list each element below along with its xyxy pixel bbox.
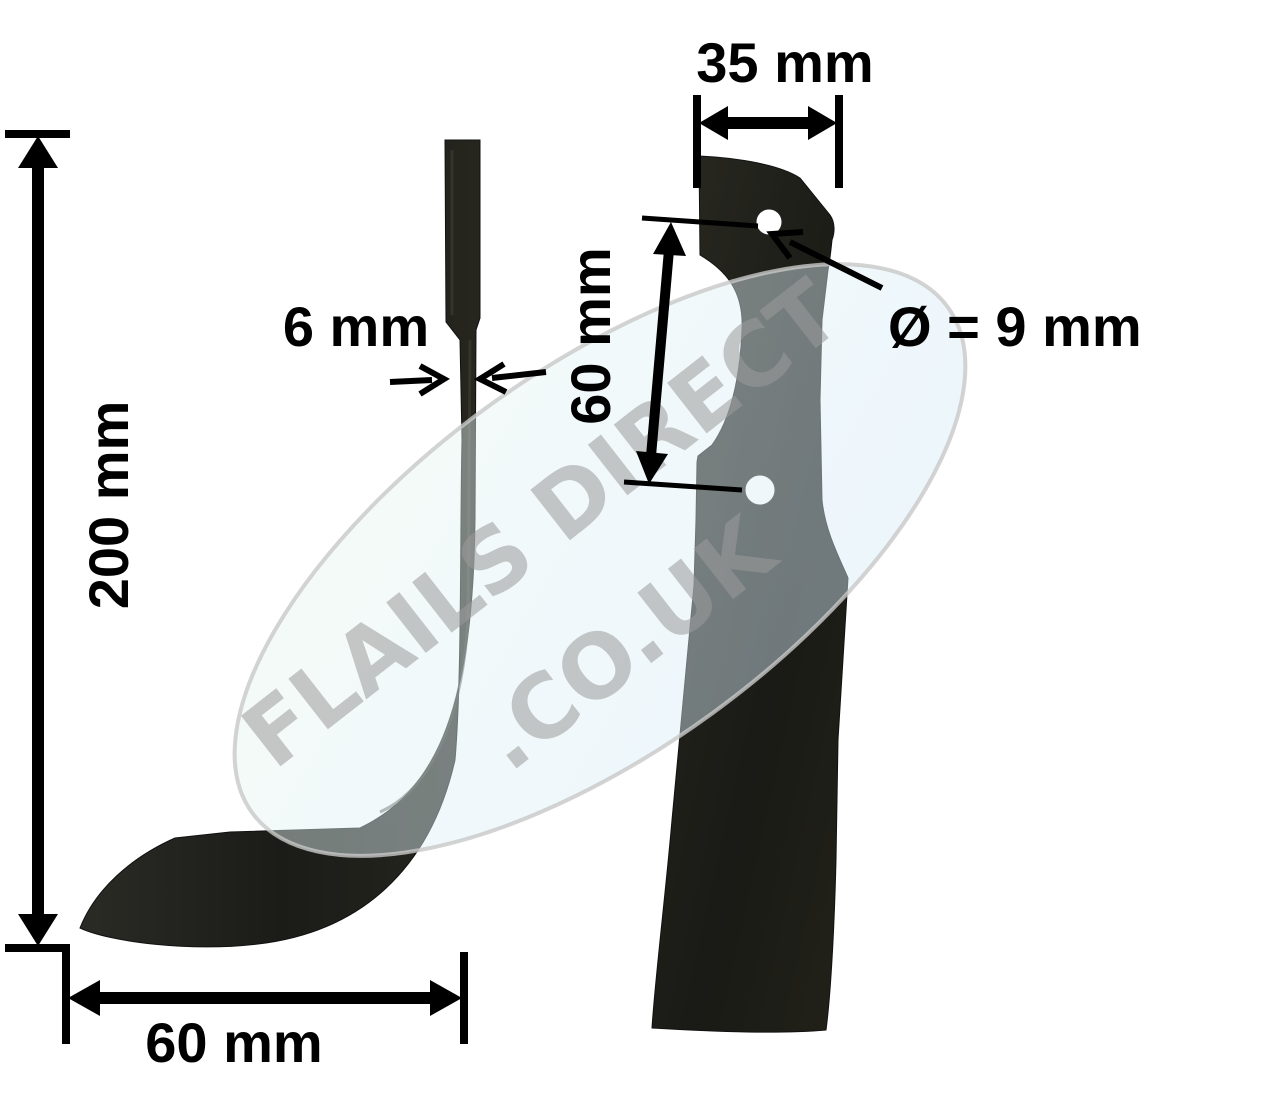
shank-width-dimension: 35 mm (693, 31, 874, 188)
height-label: 200 mm (77, 401, 140, 610)
watermark-oval (232, 262, 968, 858)
hole-diameter-dimension: Ø = 9 mm (766, 229, 1142, 358)
hole-spacing-label: 60 mm (559, 247, 622, 424)
thickness-label: 6 mm (283, 295, 429, 358)
base-width-label: 60 mm (145, 1011, 322, 1074)
thickness-dimension: 6 mm (283, 295, 547, 397)
base-width-dimension: 60 mm (62, 952, 468, 1074)
height-dimension: 200 mm (5, 130, 140, 952)
shank-width-label: 35 mm (696, 31, 873, 94)
hole-diameter-label: Ø = 9 mm (888, 295, 1142, 358)
hole-spacing-dimension: 60 mm (559, 215, 759, 493)
